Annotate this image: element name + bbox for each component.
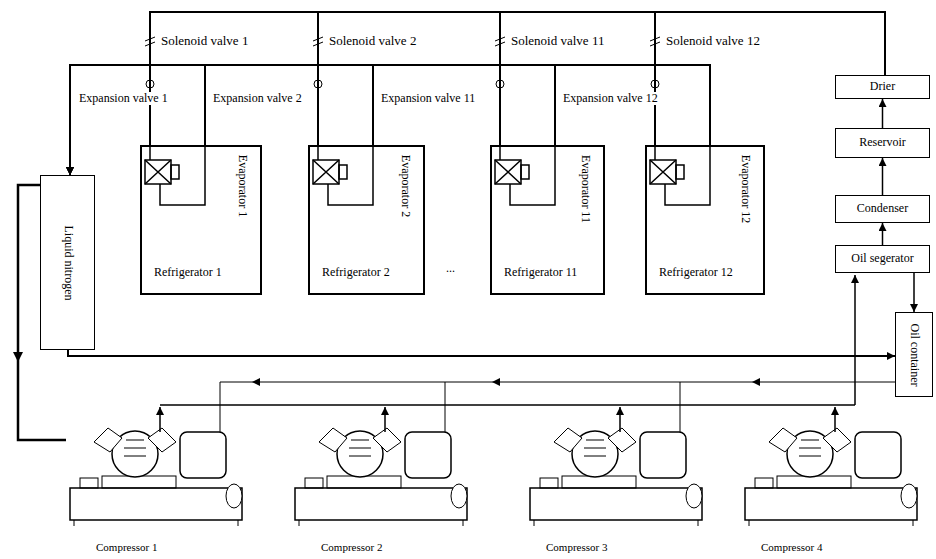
oil-return-drop — [220, 382, 680, 432]
pipe-connector — [150, 12, 885, 145]
pipe-connector — [882, 99, 884, 128]
discharge-stub — [619, 407, 621, 432]
compressor-label: Compressor 4 — [760, 541, 823, 553]
arrow-head — [252, 378, 260, 386]
node-label: Reservoir — [859, 136, 906, 149]
refrigerator-box: Evaporator 1 Refrigerator 1 — [140, 145, 262, 295]
arrow-head — [492, 378, 500, 386]
evaporator-symbol — [495, 160, 521, 184]
tank-box: Liquid nitrogen — [40, 175, 95, 350]
ellipsis: ... — [445, 262, 456, 275]
node-label: Liquid nitrogen — [61, 225, 74, 300]
refrigerator-box: Evaporator 2 Refrigerator 2 — [308, 145, 425, 295]
evaporator-symbol — [650, 160, 676, 184]
compressor-figure — [530, 428, 702, 526]
evaporator-symbol — [650, 160, 676, 184]
evaporator-label: Evaporator 2 — [398, 155, 411, 217]
refrigerator-label: Refrigerator 12 — [659, 266, 733, 279]
pipe-connector — [68, 350, 895, 356]
process-box: Oil segerator — [835, 245, 930, 273]
pipe-connector — [500, 12, 885, 145]
process-box: Drier — [835, 75, 930, 99]
refrigerator-box: Evaporator 12 Refrigerator 12 — [645, 145, 765, 295]
evaporator-symbol — [145, 160, 171, 184]
valve-label: Expansion valve 11 — [380, 92, 476, 105]
valve-label: Expansion valve 12 — [562, 92, 659, 105]
evaporator-fan — [676, 165, 684, 179]
discharge-stub — [834, 407, 836, 432]
refrigerator-label: Refrigerator 11 — [504, 266, 577, 279]
process-box: Condenser — [835, 195, 930, 223]
oil-return-pipe — [220, 382, 895, 383]
valve-label: Solenoid valve 11 — [510, 34, 605, 48]
valve-label: Expansion valve 1 — [78, 92, 169, 105]
pipe-connector — [70, 65, 205, 175]
node-label: Drier — [870, 80, 895, 93]
discharge-stub — [384, 407, 386, 432]
evaporator-symbol — [313, 160, 339, 184]
node-label: Oil segerator — [851, 252, 913, 265]
process-box: Reservoir — [835, 128, 930, 158]
compressor-figure — [70, 428, 242, 526]
pipe-connector — [318, 12, 885, 145]
valve-label: Solenoid valve 2 — [328, 34, 417, 48]
evaporator-symbol — [495, 160, 521, 184]
pipe-connector — [882, 158, 884, 195]
valve-label: Solenoid valve 12 — [665, 34, 761, 48]
tank-box: Oil container — [895, 312, 933, 397]
evaporator-label: Evaporator 12 — [738, 155, 751, 223]
evaporator-symbol — [145, 160, 171, 184]
evaporator-fan — [339, 165, 347, 179]
discharge-riser — [854, 275, 856, 405]
compressor-label: Compressor 1 — [95, 541, 158, 553]
compressor-label: Compressor 3 — [545, 541, 608, 553]
node-label: Oil container — [907, 323, 920, 386]
discharge-pipe — [160, 404, 855, 406]
compressor-figure — [295, 428, 467, 526]
valve-label: Solenoid valve 1 — [160, 34, 249, 48]
pipe-connector — [70, 65, 555, 175]
discharge-stub — [159, 407, 161, 432]
refrigerator-label: Refrigerator 2 — [322, 266, 390, 279]
node-label: Condenser — [857, 202, 908, 215]
pipe-connector — [882, 223, 884, 245]
evaporator-label: Evaporator 11 — [578, 155, 591, 223]
refrigerator-label: Refrigerator 1 — [154, 266, 222, 279]
evaporator-fan — [521, 165, 529, 179]
evaporators — [145, 145, 710, 205]
arrow-head — [13, 352, 23, 362]
arrow-head — [752, 378, 760, 386]
pipe-connector — [70, 65, 710, 175]
pipe-connector — [913, 273, 915, 312]
expansion-symbols — [146, 80, 659, 88]
evaporator-symbol — [313, 160, 339, 184]
evaporator-fan — [171, 165, 179, 179]
evaporator-label: Evaporator 1 — [235, 155, 248, 217]
compressor-label: Compressor 2 — [320, 541, 383, 553]
compressor-figure — [745, 428, 917, 526]
valve-label: Expansion valve 2 — [212, 92, 303, 105]
pipe-connector — [70, 65, 373, 175]
refrigerator-box: Evaporator 11 Refrigerator 11 — [490, 145, 605, 295]
